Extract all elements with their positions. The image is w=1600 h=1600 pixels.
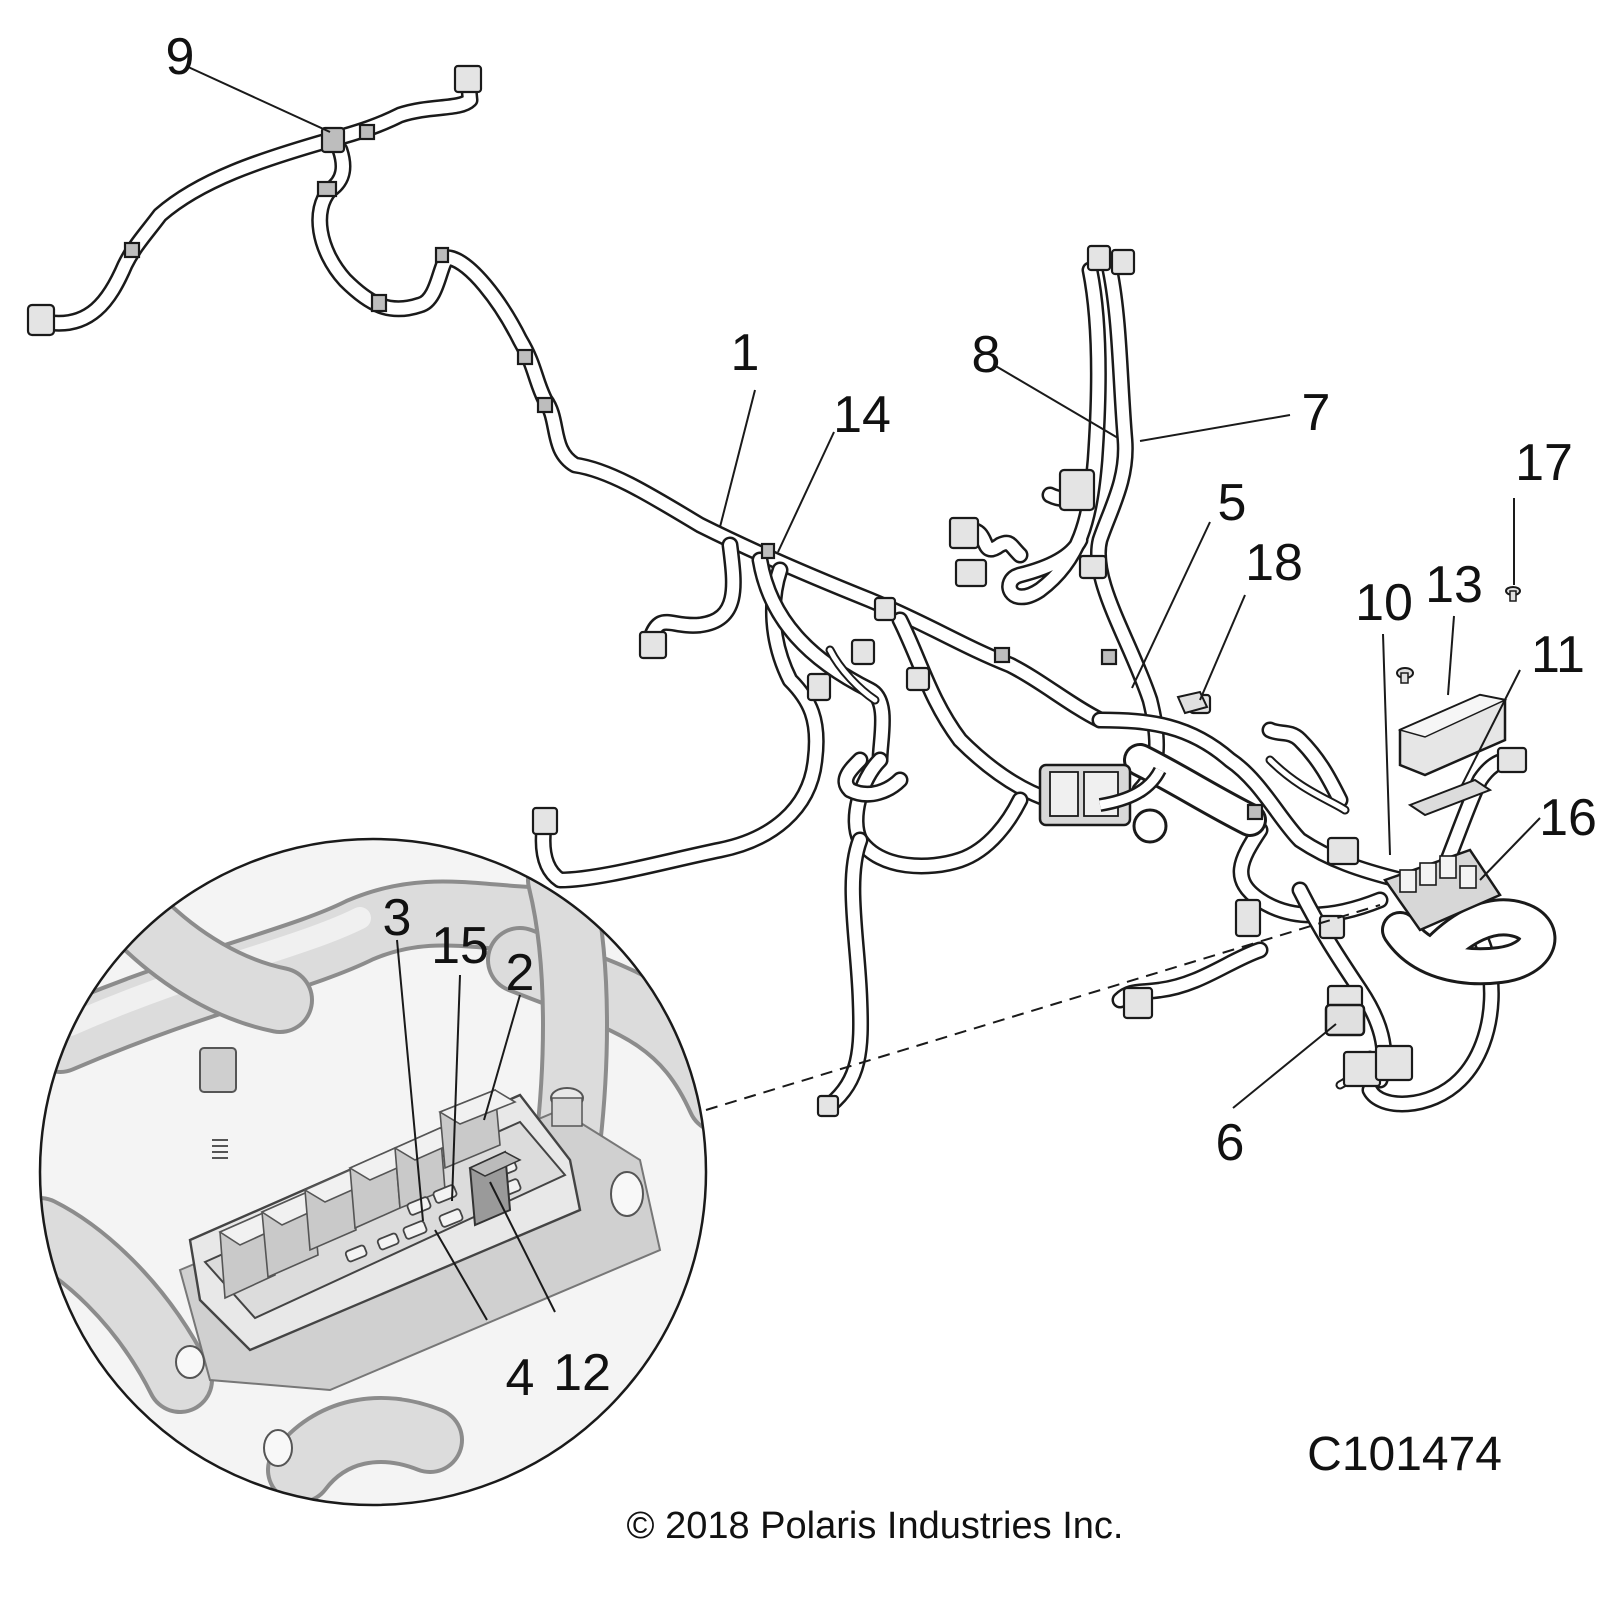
leader-lines: [185, 65, 1541, 1321]
callout-4: 4: [506, 1349, 535, 1407]
callout-15: 15: [431, 917, 489, 975]
callout-5: 5: [1218, 474, 1247, 532]
fuse-box: [1383, 848, 1502, 932]
callout-7: 7: [1302, 384, 1331, 442]
harness-connectors: [26, 64, 1528, 1118]
callout-3: 3: [383, 889, 412, 947]
callout-16: 16: [1539, 789, 1597, 847]
callout-10: 10: [1355, 574, 1413, 632]
callout-17: 17: [1515, 434, 1573, 492]
callout-6: 6: [1216, 1114, 1245, 1172]
copyright-notice: © 2018 Polaris Industries Inc.: [627, 1505, 1124, 1547]
detail-reference-line: [705, 904, 1381, 1111]
figure-code: C101474: [1307, 1428, 1502, 1481]
callout-11: 11: [1531, 626, 1585, 684]
callout-12: 12: [553, 1344, 611, 1402]
callout-9: 9: [166, 28, 195, 86]
connector-18: [1176, 690, 1209, 715]
callout-13: 13: [1425, 556, 1483, 614]
push-rivet: [1396, 586, 1521, 684]
callout-18: 18: [1245, 534, 1303, 592]
detail-view: [38, 837, 708, 1507]
callout-2: 2: [506, 944, 535, 1002]
callout-1: 1: [731, 324, 760, 382]
fuse-label: [1407, 778, 1493, 817]
connector-6: [1324, 1003, 1366, 1037]
callout-14: 14: [833, 386, 891, 444]
central-connector-block: [1038, 763, 1168, 844]
callout-labels: 1 2 3 4 5 6 7 8 9 10 11 12 13 14 15 16 1…: [166, 28, 1597, 1407]
callout-8: 8: [972, 326, 1001, 384]
